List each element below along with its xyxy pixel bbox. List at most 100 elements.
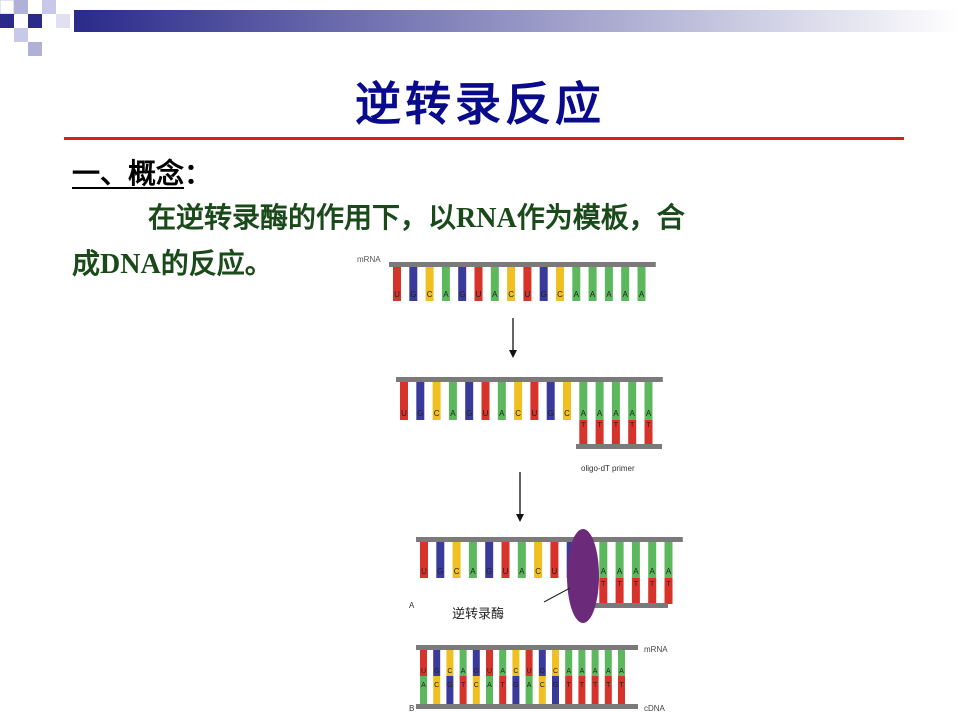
base-letter: A: [639, 290, 645, 299]
base-bar-U: [523, 267, 532, 301]
panel-b-bottom-letter: C: [434, 682, 439, 689]
base-bar-A: [579, 382, 588, 420]
panel-b-top-base-C: [512, 650, 520, 676]
panel-b-cdna-backbone: [416, 704, 638, 709]
panel-b-top-letter: C: [513, 668, 518, 675]
base-letter: A: [450, 409, 456, 418]
primer-base-T: [644, 420, 653, 444]
primer-letter: T: [646, 422, 651, 429]
panel-b-bottom-letter: T: [606, 682, 611, 689]
panel-b-top-base-A: [499, 650, 507, 676]
enzyme-label: 逆转录酶: [452, 606, 504, 621]
definition-text-a: 在逆转录酶的作用下，以: [148, 201, 457, 234]
panel-b-top-base-A: [459, 650, 467, 676]
base-bar-C: [563, 382, 571, 420]
base-letter: A: [492, 290, 498, 299]
deco-square: [14, 0, 28, 14]
panel-b-bottom-letter: G: [447, 682, 452, 689]
panel-b-bottom-base-T: [591, 676, 599, 704]
deco-square: [0, 14, 14, 28]
base-letter: G: [541, 290, 547, 299]
panel-b-top-base-G: [472, 650, 480, 676]
base-letter: A: [633, 567, 639, 576]
base-bar-A: [611, 382, 620, 420]
base-letter: A: [650, 567, 656, 576]
panel-b-top-letter: C: [447, 668, 452, 675]
base-bar-G: [416, 382, 425, 420]
definition-text-b: 作为模板，合: [516, 201, 685, 234]
base-bar-A: [595, 382, 604, 420]
panel-b-bottom-letter: T: [501, 682, 506, 689]
section-heading: 一、概念：: [72, 152, 212, 192]
panel-b-top-letter: U: [487, 668, 492, 675]
base-bar-A: [517, 542, 526, 578]
panel-b-bottom-base-T: [459, 676, 467, 704]
reverse-transcriptase-enzyme: [567, 529, 599, 623]
base-letter: G: [417, 409, 423, 418]
base-bar-A: [637, 267, 646, 301]
panel-b-label: B: [409, 704, 414, 713]
base-bar-C: [514, 382, 523, 420]
cdna-letter: T: [666, 581, 671, 588]
panel-b-bottom-letter: G: [553, 682, 558, 689]
cdna-letter: T: [617, 581, 622, 588]
base-letter: U: [532, 409, 538, 418]
panel-b-bottom-base-A: [486, 676, 493, 704]
base-bar-U: [501, 542, 510, 578]
base-bar-A: [490, 267, 499, 301]
panel-b-mrna-backbone: [416, 645, 638, 650]
definition-line-1: 在逆转录酶的作用下，以RNA作为模板，合: [148, 196, 685, 236]
heading-number: 一、: [72, 157, 129, 190]
base-bar-G: [458, 267, 467, 301]
panel-b-bottom-base-G: [552, 676, 559, 704]
panel-b-top-letter: G: [434, 668, 439, 675]
base-letter: G: [466, 409, 472, 418]
base-bar-A: [621, 267, 630, 301]
panel-b-bottom-base-T: [618, 676, 625, 704]
base-bar-A: [448, 382, 457, 420]
panel-b-top-letter: U: [527, 668, 532, 675]
panel-b-bottom-base-A: [420, 676, 427, 704]
primer-letter: T: [597, 422, 602, 429]
base-letter: U: [503, 567, 509, 576]
base-letter: A: [630, 409, 636, 418]
base-bar-A: [441, 267, 450, 301]
base-bar-C: [452, 542, 461, 578]
process-arrow-head: [509, 350, 517, 358]
panel-b-bottom-base-T: [565, 676, 573, 704]
cdna-letter: T: [601, 581, 606, 588]
base-letter: G: [486, 567, 492, 576]
panel-b-top-base-A: [591, 650, 599, 676]
panel-b-bottom-base-G: [446, 676, 454, 704]
cdna-letter: T: [650, 581, 655, 588]
base-bar-A: [615, 542, 624, 578]
cdna-base-T: [599, 578, 608, 604]
base-letter: A: [590, 290, 596, 299]
base-letter: C: [427, 290, 433, 299]
base-letter: U: [483, 409, 489, 418]
cdna-backbone: [592, 603, 668, 608]
base-letter: U: [401, 409, 407, 418]
primer-letter: T: [581, 422, 586, 429]
base-letter: A: [443, 290, 449, 299]
base-bar-A: [599, 542, 608, 578]
heading-colon: ：: [184, 157, 213, 190]
base-letter: U: [394, 290, 400, 299]
panel-b-bottom-base-A: [525, 676, 533, 704]
cdna-letter: T: [634, 581, 639, 588]
base-bar-C: [556, 267, 564, 301]
base-bar-G: [465, 382, 474, 420]
mrna-backbone: [416, 537, 683, 542]
base-letter: A: [601, 567, 607, 576]
panel-b-top-base-A: [578, 650, 586, 676]
definition-text-d: 的反应。: [160, 247, 273, 280]
panel-b-bottom-letter: T: [619, 682, 624, 689]
panel-b-top-letter: G: [474, 668, 479, 675]
panel-b-top-base-A: [604, 650, 612, 676]
panel-b-top-base-A: [565, 650, 573, 676]
panel-b-bottom-letter: T: [461, 682, 466, 689]
panel-b-bottom-base-C: [433, 676, 441, 704]
base-letter: A: [613, 409, 619, 418]
panel-b-bottom-letter: A: [527, 682, 532, 689]
panel-b-top-letter: A: [606, 668, 611, 675]
